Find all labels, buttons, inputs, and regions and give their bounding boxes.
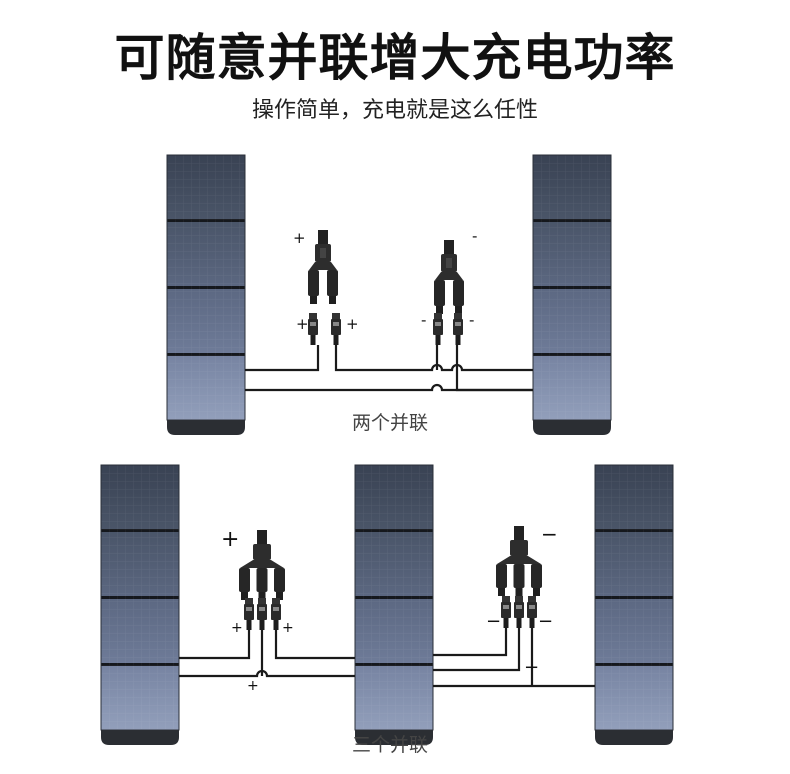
mc4-plug bbox=[527, 596, 537, 628]
section-three-parallel: + + + + − − − − bbox=[100, 464, 674, 746]
y-branch-connector-positive bbox=[239, 530, 285, 600]
mc4-plug bbox=[501, 596, 511, 628]
mc4-plug bbox=[244, 598, 254, 630]
caption-three-parallel: 三个并联 bbox=[351, 734, 428, 756]
solar-panel-left bbox=[100, 464, 180, 746]
solar-panel-right bbox=[532, 154, 612, 436]
mc4-plug bbox=[257, 598, 267, 630]
polarity-minus: - bbox=[421, 311, 426, 329]
cables-two bbox=[245, 345, 533, 392]
caption-two-parallel: 两个并联 bbox=[351, 412, 428, 434]
polarity-plus: + bbox=[282, 620, 294, 636]
polarity-plus: + bbox=[221, 527, 239, 552]
solar-panel-left bbox=[166, 154, 246, 436]
section-two-parallel: + + + - - - bbox=[166, 154, 612, 436]
y-branch-connector-negative bbox=[496, 526, 542, 596]
polarity-plus: + bbox=[293, 229, 306, 247]
polarity-minus: − bbox=[541, 522, 558, 546]
solar-panel-middle bbox=[354, 464, 434, 746]
polarity-plus: + bbox=[296, 315, 309, 333]
polarity-minus: − bbox=[486, 611, 501, 632]
y-branch-connector-negative bbox=[434, 240, 464, 314]
page-subtitle: 操作简单，充电就是这么任性 bbox=[251, 98, 538, 123]
solar-panel-right bbox=[594, 464, 674, 746]
mc4-plug bbox=[271, 598, 281, 630]
y-branch-connector-positive bbox=[308, 230, 338, 304]
polarity-plus: + bbox=[346, 315, 359, 333]
mc4-plug bbox=[514, 596, 524, 628]
polarity-minus: − bbox=[538, 611, 553, 632]
page-title: 可随意并联增大充电功率 bbox=[114, 29, 676, 87]
mc4-plug bbox=[433, 313, 443, 345]
polarity-minus: − bbox=[524, 657, 539, 678]
mc4-plug bbox=[453, 313, 463, 345]
mc4-plug bbox=[308, 313, 318, 345]
polarity-minus: - bbox=[472, 227, 477, 245]
polarity-minus: - bbox=[469, 311, 474, 329]
mc4-plug bbox=[331, 313, 341, 345]
polarity-plus: + bbox=[231, 620, 243, 636]
cables-three bbox=[179, 628, 595, 688]
polarity-plus: + bbox=[247, 678, 259, 694]
